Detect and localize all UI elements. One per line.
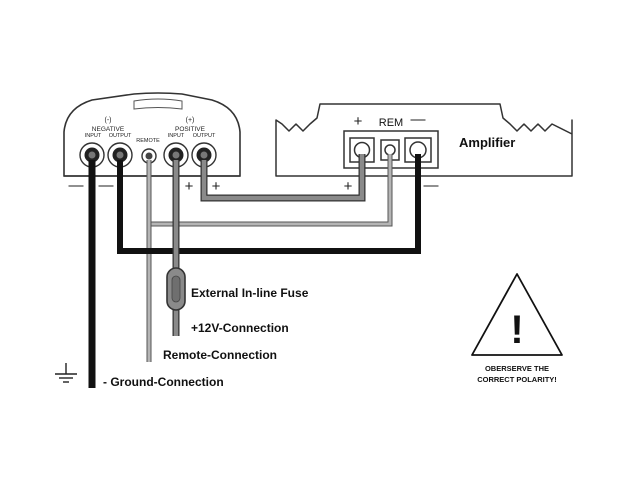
polarity-plus-2: + xyxy=(212,178,221,195)
amp-minus-sign: — xyxy=(411,111,426,128)
amplifier-title: Amplifier xyxy=(459,135,515,150)
remote-connection-label: Remote-Connection xyxy=(163,348,277,362)
capacitor-unit: (-) NEGATIVE INPUT OUTPUT REMOTE (+) POS… xyxy=(63,92,241,177)
negative-input-terminal xyxy=(79,142,105,168)
polarity-plus-1: + xyxy=(185,178,194,195)
amp-input-plus: + xyxy=(344,178,353,195)
positive-sign: (+) xyxy=(186,117,195,124)
capacitor-top-cap xyxy=(133,98,183,110)
polarity-minus-1: — xyxy=(69,177,84,194)
warning-sign: ! OBERSERVE THE CORRECT POLARITY! xyxy=(471,273,563,384)
remote-label: REMOTE xyxy=(136,138,160,144)
negative-output-terminal xyxy=(107,142,133,168)
warning-triangle-icon xyxy=(471,273,563,356)
negative-input-label: INPUT xyxy=(85,133,102,139)
amplifier-unit: + REM — Amplifier xyxy=(275,103,573,177)
ground-symbol-icon xyxy=(55,363,77,383)
negative-label: NEGATIVE xyxy=(92,126,125,133)
warning-line-1: OBERSERVE THE xyxy=(485,364,549,373)
ground-wire-amp xyxy=(117,154,421,254)
amp-remote-terminal xyxy=(380,139,400,161)
negative-output-label: OUTPUT xyxy=(109,133,132,139)
negative-sign: (-) xyxy=(105,117,112,124)
amp-ground-terminal xyxy=(404,137,432,163)
amp-plus-sign: + xyxy=(354,113,363,130)
amp-input-minus: — xyxy=(424,177,439,194)
positive-output-terminal xyxy=(191,142,217,168)
positive-output-label: OUTPUT xyxy=(193,133,216,139)
warning-line-2: CORRECT POLARITY! xyxy=(477,375,557,384)
amp-rem-label: REM xyxy=(379,117,403,129)
positive-input-label: INPUT xyxy=(168,133,185,139)
warning-exclamation-icon: ! xyxy=(510,308,523,352)
ground-connection-label: - Ground-Connection xyxy=(103,375,224,389)
power-connection-label: +12V-Connection xyxy=(191,321,289,335)
polarity-minus-2: — xyxy=(99,177,114,194)
fuse-label: External In-line Fuse xyxy=(191,286,309,300)
positive-label: POSITIVE xyxy=(175,126,206,133)
